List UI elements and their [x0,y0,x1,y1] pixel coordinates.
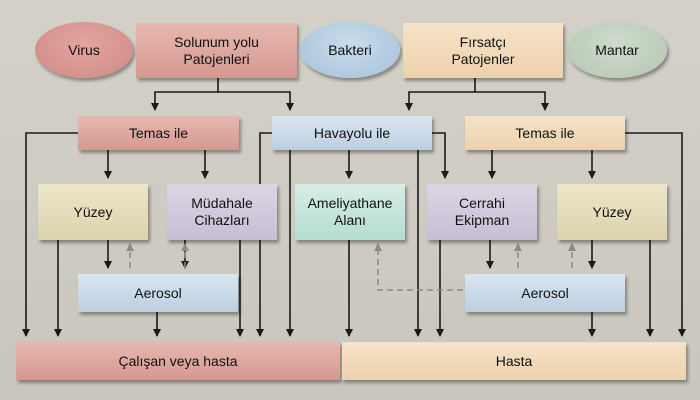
surface-right-box: Yüzey [557,184,667,240]
contact-left-box: Temas ile [78,116,239,150]
aerosol-right-box: Aerosol [465,274,625,312]
operating-room-area-box: Ameliyathane Alanı [295,184,405,240]
edge-airborne-to-surgical-equipment [432,132,449,179]
edge-respiratory-to-contact-left [151,78,219,111]
surface-left-box: Yüzey [38,184,148,240]
edge-contact-left-to-worker [22,132,78,337]
intervention-devices-box: Müdahale Cihazları [167,184,277,240]
contact-right-box: Temas ile [465,116,625,150]
virus-ellipse: Virus [35,22,133,78]
bacteria-ellipse: Bakteri [300,22,400,78]
worker-or-patient-box: Çalışan veya hasta [16,342,340,380]
edge-opportunistic-to-contact-right [475,91,549,111]
opportunistic-pathogens-box: Fırsatçı Patojenler [403,23,563,78]
edge-respiratory-to-airborne [218,91,294,111]
respiratory-pathogens-box: Solunum yolu Patojenleri [136,23,297,78]
fungus-ellipse: Mantar [567,22,667,78]
aerosol-left-box: Aerosol [78,274,238,312]
surgical-equipment-box: Cerrahi Ekipman [427,184,537,240]
airborne-box: Havayolu ile [272,116,432,150]
edge-airborne-to-devices [256,132,272,337]
edge-contact-right-to-patient [625,132,686,337]
patient-box: Hasta [342,342,686,380]
edge-opportunistic-to-airborne [405,78,476,111]
dashed-aerosol-to-surgery-area [374,243,463,291]
